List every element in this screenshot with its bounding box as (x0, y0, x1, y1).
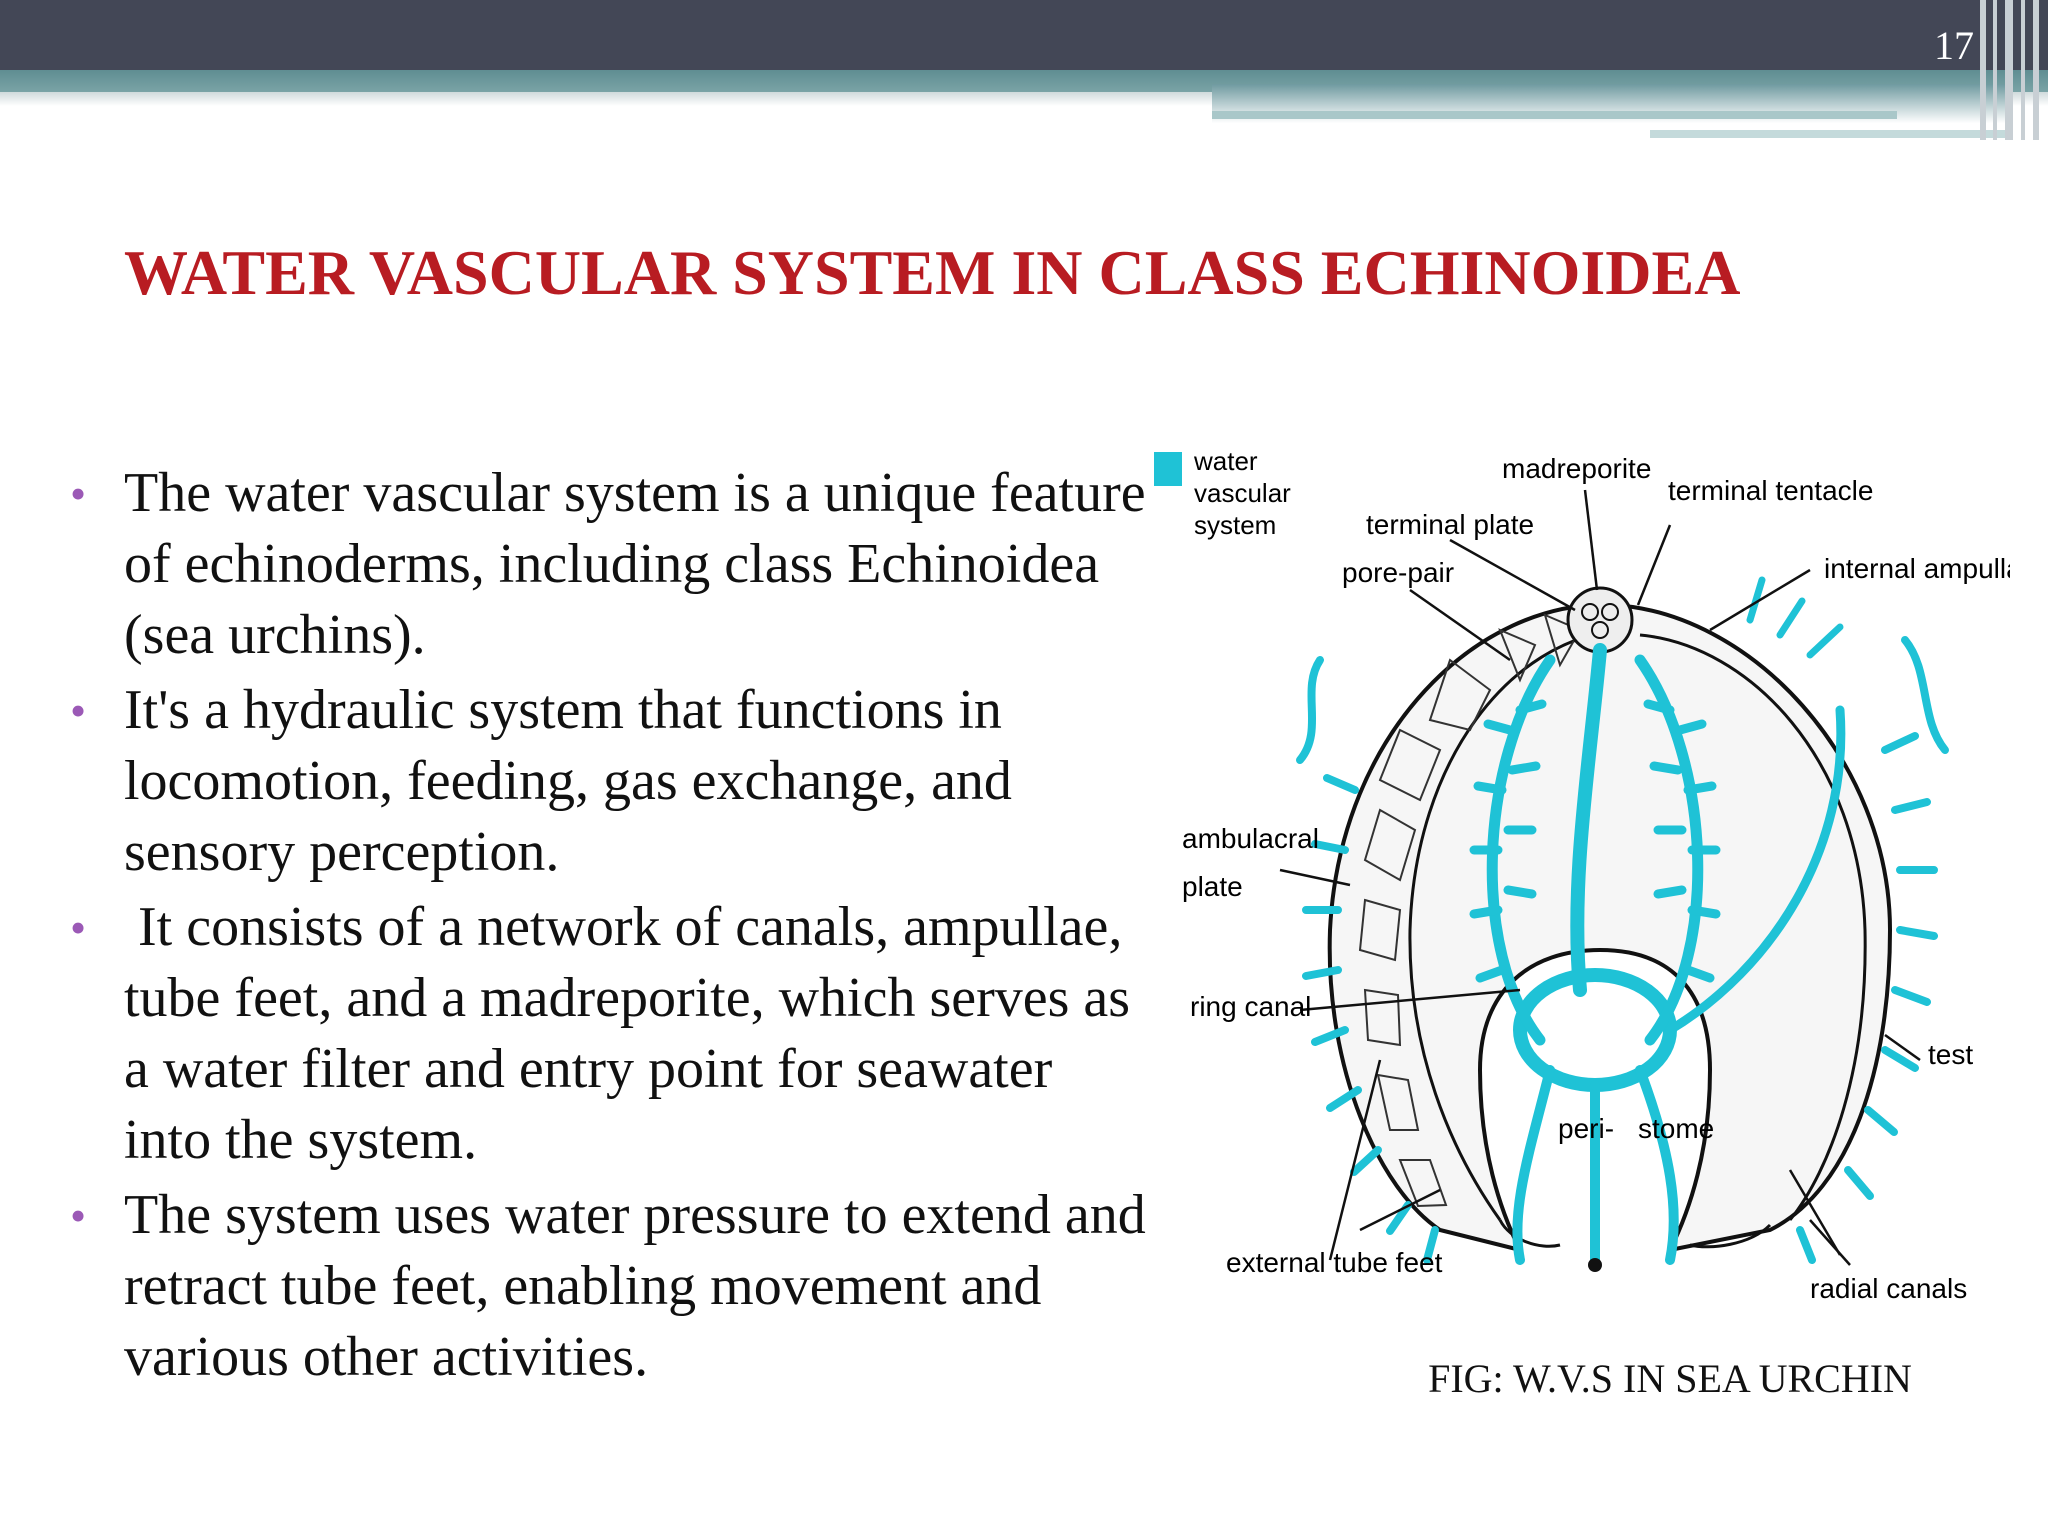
header-bar (0, 0, 2048, 70)
header-line-2 (1650, 130, 2010, 138)
label-madreporite: madreporite (1502, 453, 1651, 484)
bullet-dot-icon: • (70, 685, 87, 736)
bullet-dot-icon: • (70, 468, 87, 519)
label-stome: stome (1638, 1113, 1714, 1144)
figure-caption: FIG: W.V.S IN SEA URCHIN (1428, 1356, 1912, 1401)
legend-line-2: vascular (1194, 478, 1291, 508)
bullet-list: •The water vascular system is a unique f… (62, 458, 1152, 1397)
urchin-test (1327, 602, 1893, 1253)
label-radial-canals: radial canals (1810, 1273, 1967, 1304)
label-ambulacral-plate: plate (1182, 871, 1243, 902)
bullet-item: • It consists of a network of canals, am… (62, 892, 1152, 1176)
bullet-dot-icon: • (70, 1190, 87, 1241)
bullet-item: •It's a hydraulic system that functions … (62, 675, 1152, 888)
legend-swatch (1154, 452, 1182, 486)
label-pore-pair: pore-pair (1342, 557, 1454, 588)
diagram-svg: water vascular system (1154, 446, 2037, 1304)
label-ring-canal: ring canal (1190, 991, 1311, 1022)
mouth-dot (1588, 1258, 1602, 1272)
slide-title: WATER VASCULAR SYSTEM IN CLASS ECHINOIDE… (124, 237, 1741, 308)
label-external-tube-feet: external tube feet (1226, 1247, 1443, 1278)
label-test: test (1928, 1039, 1973, 1070)
header-vertical-bars (1975, 0, 2048, 140)
leader-lines (1279, 489, 1921, 1266)
label-terminal-plate: terminal plate (1366, 509, 1534, 540)
bullet-item: •The water vascular system is a unique f… (62, 458, 1152, 671)
label-peri: peri- (1558, 1113, 1614, 1144)
sea-urchin-diagram: water vascular system (1150, 430, 2037, 1310)
page-number: 17 (1934, 23, 1974, 68)
label-internal-ampullae: internal ampullae (1824, 553, 2010, 584)
legend-line-1: water (1193, 446, 1258, 476)
legend-line-3: system (1194, 510, 1276, 540)
label-ambulacral: ambulacral (1182, 823, 1319, 854)
label-terminal-tentacle: terminal tentacle (1668, 475, 1873, 506)
bullet-dot-icon: • (70, 902, 87, 953)
bullet-item: •The system uses water pressure to exten… (62, 1180, 1152, 1393)
water-vascular-system (1296, 576, 1949, 1265)
header-line (1212, 111, 1897, 119)
madreporite-plate (1566, 586, 1634, 654)
